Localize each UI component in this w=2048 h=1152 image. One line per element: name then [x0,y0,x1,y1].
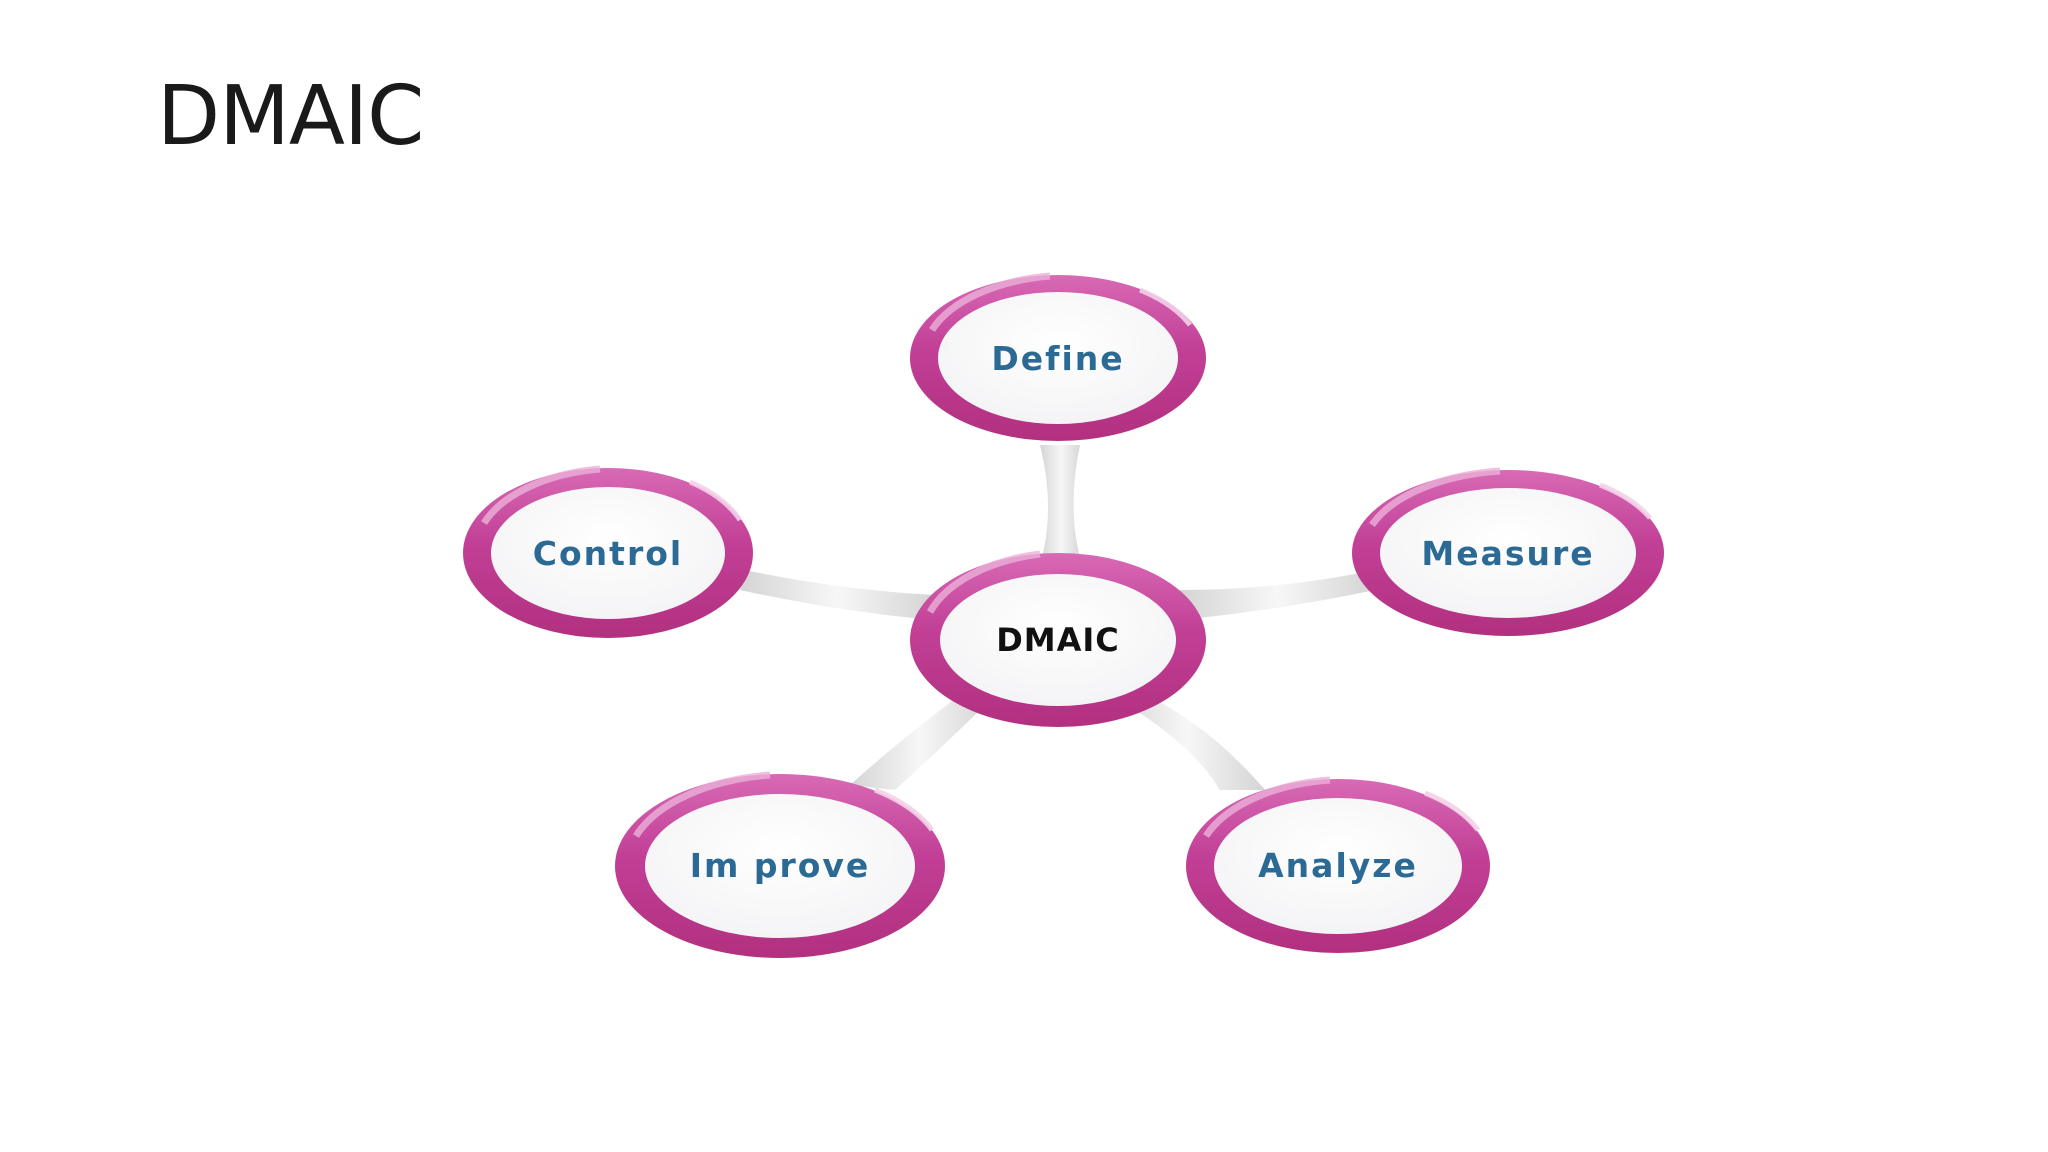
node-define: Define [910,272,1206,441]
slide-title: DMAIC [157,69,424,164]
node-label-control: Control [533,534,683,573]
node-analyze: Analyze [1186,776,1490,953]
center-node: DMAIC [910,550,1206,727]
node-label-improve: Im prove [690,846,871,885]
connectors [740,445,1375,790]
connector-define [1040,445,1082,565]
node-control: Control [463,465,753,638]
node-improve: Im prove [615,771,945,958]
node-label-define: Define [991,339,1124,378]
connector-improve [850,695,990,790]
node-measure: Measure [1352,467,1664,636]
connector-control [740,570,935,620]
node-label-measure: Measure [1421,534,1594,573]
node-label-analyze: Analyze [1258,846,1418,885]
connector-measure [1180,570,1375,620]
connector-analyze [1110,690,1265,790]
center-label: DMAIC [996,621,1120,659]
